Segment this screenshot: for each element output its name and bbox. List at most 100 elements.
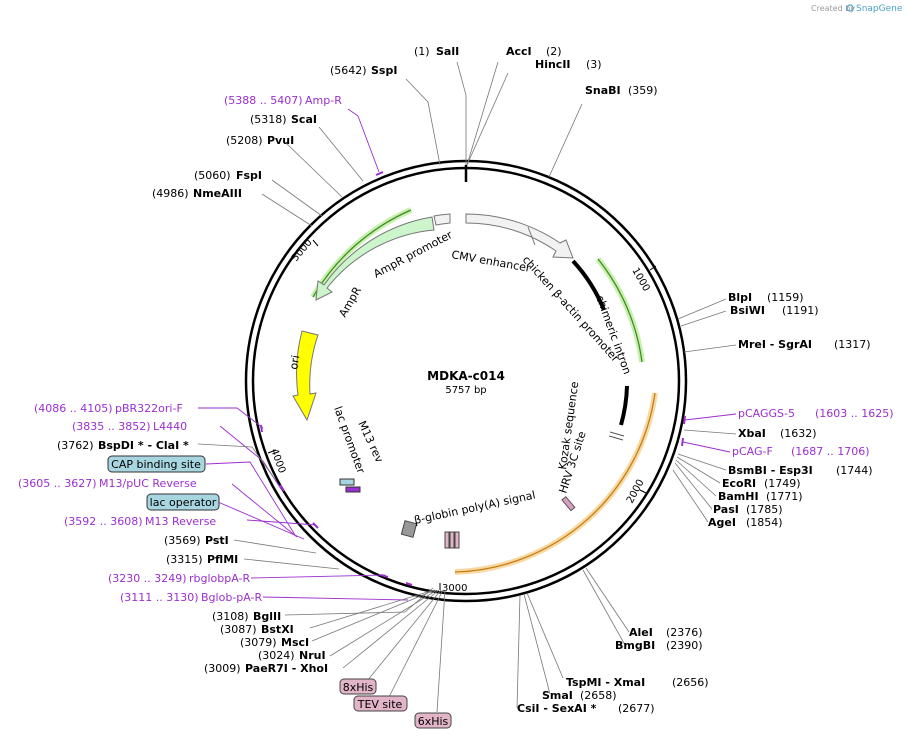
tick-5000-label: 5000 — [290, 237, 315, 264]
site-clai-pos: (3762) — [57, 439, 94, 452]
site-pasi-pos: (1785) — [746, 503, 783, 516]
his6-box[interactable] — [414, 712, 452, 729]
primer-rbglob-range: (3230 .. 3249) — [108, 572, 187, 585]
site-sspi[interactable]: SspI — [371, 64, 397, 77]
site-fspi-pos: (5060) — [194, 169, 231, 182]
site-msci-pos: (3079) — [240, 636, 277, 649]
site-pasi[interactable]: PasI — [713, 503, 739, 516]
site-bstxi[interactable]: BstXI — [261, 623, 294, 636]
primer-marks — [260, 171, 686, 586]
site-agei[interactable]: AgeI — [708, 516, 736, 529]
primer-bglob[interactable]: Bglob-pA-R — [201, 591, 263, 604]
m13-mark — [345, 486, 361, 493]
tev-label: TEV site — [357, 698, 403, 711]
tick-1000 — [649, 265, 657, 271]
site-pflmi[interactable]: PflMI — [207, 553, 238, 566]
site-hincii-pos: (3) — [586, 58, 602, 71]
plasmid-name: MDKA-c014 — [427, 369, 505, 383]
hrv-mark — [561, 496, 576, 512]
site-snabi[interactable]: SnaBI — [585, 84, 621, 97]
site-msci[interactable]: MscI — [281, 636, 309, 649]
his-mark-2 — [449, 531, 455, 549]
site-bsmbi[interactable]: BsmBI - Esp3I — [728, 464, 813, 477]
ampr-promoter-arrow[interactable] — [433, 213, 451, 226]
site-tspmi[interactable]: TspMI - XmaI — [566, 676, 645, 689]
site-hincii[interactable]: HincII — [535, 58, 571, 71]
site-csii[interactable]: CsiI - SexAI * — [517, 702, 597, 715]
site-xbai[interactable]: XbaI — [738, 427, 766, 440]
orf-highlight-line — [454, 392, 656, 573]
tick-5000 — [312, 239, 319, 247]
site-scai[interactable]: ScaI — [291, 113, 317, 126]
his-mark-1 — [444, 531, 450, 549]
site-nrui-pos: (3024) — [258, 649, 295, 662]
site-alei-pos: (2376) — [666, 626, 703, 639]
snapgene-logo-icon — [846, 4, 854, 12]
ampr-label: AmpR — [336, 284, 364, 319]
site-pvui[interactable]: PvuI — [267, 134, 294, 147]
site-bsiwi[interactable]: BsiWI — [730, 304, 765, 317]
site-snabi-pos: (359) — [628, 84, 658, 97]
leader-lines — [197, 61, 737, 713]
lac-promoter-label: lac promoter — [331, 405, 367, 476]
site-pvui-pos: (5208) — [226, 134, 263, 147]
site-clai[interactable]: BspDI * - ClaI * — [98, 439, 189, 452]
site-bmgbi-pos: (2390) — [666, 639, 703, 652]
primer-pbr322[interactable]: (4086 .. 4105) — [34, 402, 113, 415]
site-mrei[interactable]: MreI - SgrAI — [738, 338, 812, 351]
primer-rbglob[interactable]: rbglobpA-R — [189, 572, 250, 585]
site-psti-pos: (3569) — [164, 534, 201, 547]
his8-box[interactable] — [339, 678, 377, 695]
site-sali[interactable]: SalI — [436, 45, 459, 58]
primer-m13rev[interactable]: M13 Reverse — [145, 515, 216, 528]
site-acci-pos: (2) — [546, 45, 562, 58]
site-smai[interactable]: SmaI — [542, 689, 573, 702]
plasmid-length: 5757 bp — [445, 385, 486, 396]
cap-binding-box[interactable] — [107, 455, 206, 473]
site-nmeaiii[interactable]: NmeAIII — [193, 187, 242, 200]
site-sali-pos: (1) — [414, 45, 430, 58]
site-ecori-pos: (1749) — [764, 477, 801, 490]
site-blpi[interactable]: BlpI — [728, 291, 752, 304]
ori-arrow[interactable] — [292, 330, 319, 422]
site-bsmbi-pos: (1744) — [836, 464, 873, 477]
primer-m13puc-range: (3605 .. 3627) — [18, 477, 97, 490]
tev-box[interactable] — [353, 695, 408, 712]
site-bamhi[interactable]: BamHI — [718, 490, 759, 503]
site-nrui[interactable]: NruI — [299, 649, 326, 662]
tick-3000-label: 3000 — [442, 583, 467, 594]
lac-operator-box[interactable] — [146, 493, 220, 511]
site-ecori[interactable]: EcoRI — [722, 477, 756, 490]
site-tspmi-pos: (2656) — [672, 676, 709, 689]
primer-pcagf[interactable]: pCAG-F — [732, 445, 773, 458]
site-nmeaiii-pos: (4986) — [152, 187, 189, 200]
site-blpi-pos: (1159) — [767, 291, 804, 304]
lac-mark — [339, 478, 355, 486]
brand-text[interactable]: SnapGene — [856, 4, 903, 14]
ampr-arrow[interactable] — [315, 216, 435, 301]
site-xhoi[interactable]: PaeR7I - XhoI — [245, 662, 328, 675]
tick-2000 — [639, 489, 647, 494]
site-scai-pos: (5318) — [250, 113, 287, 126]
primer-m13puc[interactable]: M13/pUC Reverse — [99, 477, 197, 490]
site-psti[interactable]: PstI — [205, 534, 229, 547]
globin-label: β-globin poly(A) signal — [413, 489, 537, 527]
cmv-enhancer-arrow[interactable] — [465, 213, 574, 259]
primer-l4440[interactable]: L4440 — [153, 420, 187, 433]
primer-m13rev-range: (3592 .. 3608) — [64, 515, 143, 528]
orf-highlight — [454, 392, 658, 575]
primer-ampr[interactable]: Amp-R — [305, 94, 342, 107]
site-bstxi-pos: (3087) — [220, 623, 257, 636]
credit-text: Created by — [811, 4, 855, 13]
site-bmgbi[interactable]: BmgBI — [615, 639, 655, 652]
site-xhoi-pos: (3009) — [204, 662, 241, 675]
primer-bglob-range: (3111 .. 3130) — [120, 591, 199, 604]
site-fspi[interactable]: FspI — [236, 169, 262, 182]
site-acci[interactable]: AccI — [506, 45, 532, 58]
primer-pbr322-name[interactable]: pBR322ori-F — [115, 402, 183, 415]
site-alei[interactable]: AleI — [629, 626, 653, 639]
site-bglii[interactable]: BglII — [253, 610, 281, 623]
primer-pcaggs5[interactable]: pCAGGS-5 — [738, 407, 795, 420]
lac-operator-label: lac operator — [150, 496, 217, 509]
